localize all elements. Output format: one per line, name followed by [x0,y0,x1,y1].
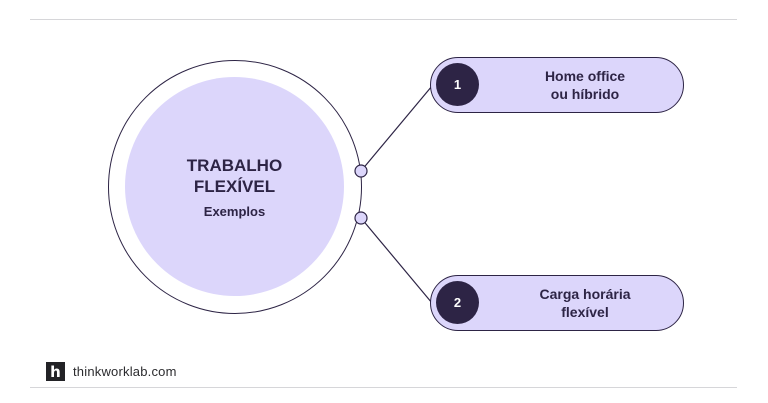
item-label-line-1: Home office [544,67,626,84]
item-label-line-2: flexível [561,303,609,320]
site-url: thinkworklab.com [73,364,177,379]
footer: h thinkworklab.com [46,362,177,381]
item-carga-horaria: 2 Carga horária flexível [430,275,684,331]
item-label-line-1: Carga horária [539,285,631,302]
connector-dot-1 [354,164,368,178]
item-label: Home office ou híbrido [501,58,669,111]
center-title: TRABALHO FLEXÍVEL [165,155,305,197]
item-home-office: 1 Home office ou híbrido [430,57,684,113]
center-node: TRABALHO FLEXÍVEL Exemplos [125,77,344,296]
item-number-badge: 1 [436,63,479,106]
item-label: Carga horária flexível [501,276,669,329]
center-title-line-2: FLEXÍVEL [193,176,276,196]
center-subtitle: Exemplos [203,203,266,219]
brand-logo-icon: h [46,362,65,381]
top-divider [30,19,737,20]
item-number-badge: 2 [436,281,479,324]
connector-line-2 [360,217,433,304]
center-title-line-1: TRABALHO [186,155,283,175]
connector-line-1 [360,85,433,172]
bottom-divider [30,387,737,388]
item-label-line-2: ou híbrido [550,85,620,102]
connector-dot-2 [354,211,368,225]
